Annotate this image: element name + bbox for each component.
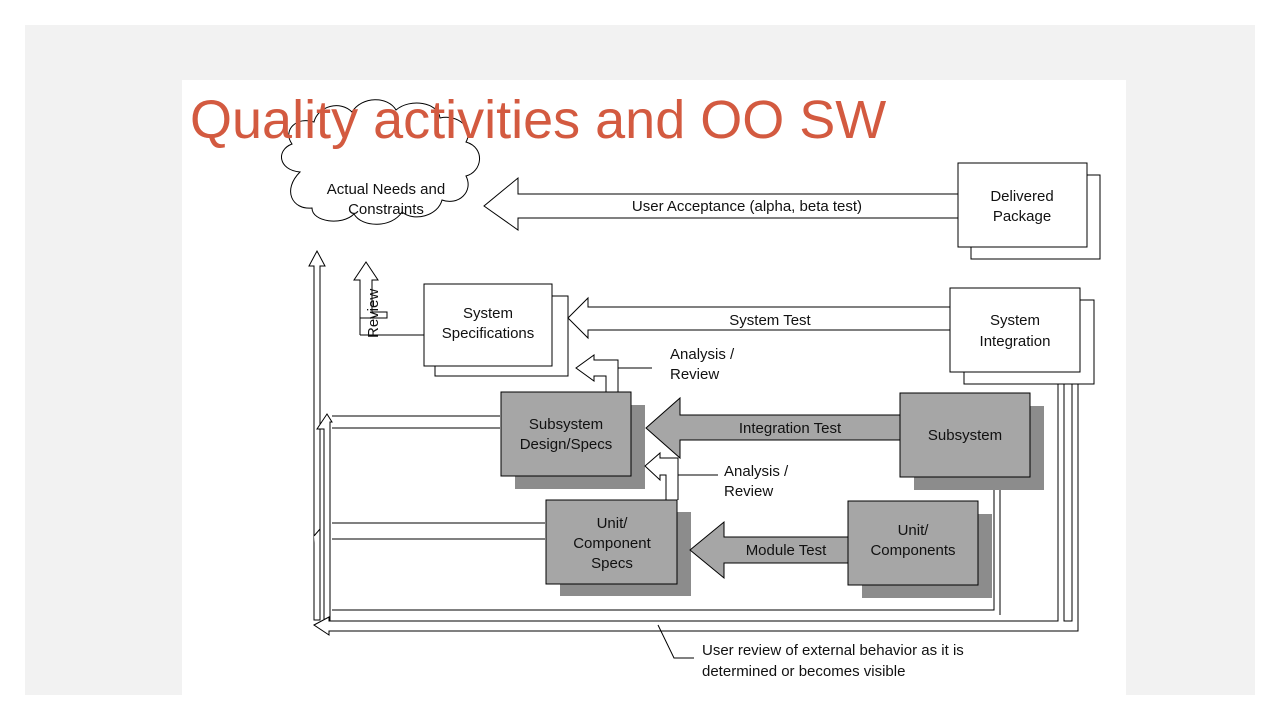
analysis-review-1-line2: Review [670,366,719,383]
unit-comp-line2: Components [870,542,955,559]
system-test-arrow [567,296,951,340]
bottom-feedback-inner-line [332,490,995,611]
user-review-line2: determined or becomes visible [702,663,905,680]
subsystem-label: Subsystem [928,427,1002,444]
integration-test-label: Integration Test [739,420,842,437]
delivered-line2: Package [993,208,1051,225]
sys-int-line1: System [990,312,1040,329]
unit-spec-line1: Unit/ [597,515,629,532]
user-acceptance-arrow [483,176,959,231]
analysis-review-arrow-1 [575,354,619,392]
analysis-review-2-line2: Review [724,483,773,500]
sys-spec-line1: System [463,305,513,322]
delivered-package-box [957,162,1088,248]
quality-activities-diagram: Actual Needs and Constraints Delivered P… [281,99,1101,680]
slide-viewer-background: Actual Needs and Constraints Delivered P… [25,25,1255,705]
unit-spec-line3: Specs [591,555,633,572]
module-test-label: Module Test [746,542,827,559]
analysis-review-2-line1: Analysis / [724,463,789,480]
analysis-review-1-line1: Analysis / [670,346,735,363]
system-integration-box [949,287,1081,373]
sys-int-line2: Integration [980,333,1051,350]
user-acceptance-label: User Acceptance (alpha, beta test) [632,198,862,215]
integration-test-arrow [645,396,901,460]
subsystem-design-box [500,391,632,477]
unit-spec-line2: Component [573,535,651,552]
needs-line1: Actual Needs and [327,181,445,198]
sub-design-line1: Subsystem [529,416,603,433]
system-spec-box [423,283,553,367]
unit-comp-line1: Unit/ [898,522,930,539]
user-review-line1: User review of external behavior as it i… [702,642,964,659]
delivered-line1: Delivered [990,188,1053,205]
actual-needs-cloud [281,99,480,225]
analysis-review-arrow-2 [644,451,679,500]
subsystem-box [899,392,1031,478]
unit-specs-box [545,499,678,585]
left-unit-arrow [313,527,321,620]
user-review-pointer [657,624,694,659]
module-test-arrow [689,520,849,580]
slide: Actual Needs and Constraints Delivered P… [182,80,1126,705]
needs-line2: Constraints [348,201,424,218]
review-label: Review [365,289,382,338]
slide-title: Quality activities and OO SW [190,90,887,150]
review-arrow [353,261,388,335]
sys-spec-line2: Specifications [442,325,535,342]
sub-design-line2: Design/Specs [520,436,613,453]
unit-components-box [847,500,979,586]
user-review-feedback-arrow [313,379,1079,636]
system-test-label: System Test [729,312,811,329]
left-feedback-arrow-inner [316,413,333,626]
